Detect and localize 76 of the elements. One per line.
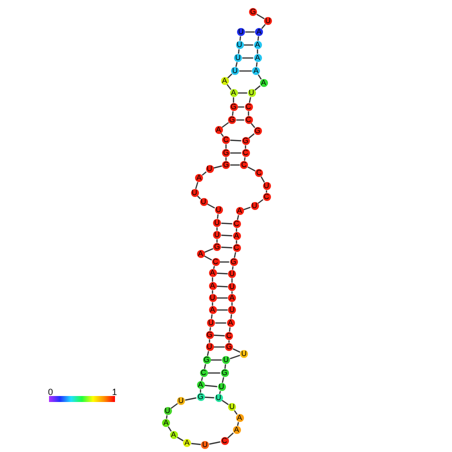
connector-line — [209, 441, 220, 445]
connector-line — [170, 403, 178, 409]
connector-line — [185, 397, 196, 401]
connector-line — [236, 422, 240, 426]
connector-line — [258, 199, 264, 204]
connector-line — [202, 171, 207, 176]
connector-line — [232, 266, 234, 270]
connector-line — [256, 62, 258, 67]
connector-line — [213, 266, 215, 269]
connector-line — [200, 377, 204, 381]
connector-line — [244, 44, 254, 46]
connector-line — [242, 57, 254, 59]
connector-line — [234, 410, 238, 415]
connector-line — [191, 442, 201, 446]
connector-line — [204, 248, 214, 253]
connector-line — [206, 351, 210, 356]
connector-line — [224, 364, 226, 369]
connector-line — [230, 152, 242, 154]
connector-line — [166, 415, 168, 419]
connector-line — [250, 122, 256, 128]
connector-line — [258, 74, 262, 80]
connector-line — [204, 256, 212, 260]
connector-line — [222, 377, 224, 383]
connector-line — [256, 14, 265, 20]
connector-line — [235, 62, 238, 67]
connector-line — [239, 70, 252, 72]
connector-line — [176, 436, 184, 442]
connector-line — [214, 346, 225, 348]
connector-line — [216, 272, 228, 274]
connector-line — [204, 396, 214, 398]
connector-line — [261, 24, 266, 30]
connector-line — [248, 97, 252, 103]
connector-line — [244, 157, 246, 161]
connector-line — [234, 252, 236, 258]
connector-line — [207, 204, 215, 208]
connector-line — [222, 122, 229, 128]
connector-line — [230, 314, 232, 319]
connector-line — [216, 214, 219, 219]
connector-line — [219, 391, 221, 394]
connector-line — [215, 322, 226, 324]
connector-line — [221, 234, 232, 236]
connector-line — [216, 309, 228, 311]
connector-line — [238, 92, 248, 94]
connector-line — [216, 286, 228, 288]
connector-line — [260, 176, 265, 183]
connector-line — [230, 354, 240, 360]
connector-line — [238, 49, 240, 54]
connector-line — [195, 182, 198, 190]
connector-line — [230, 164, 240, 166]
connector-line — [232, 111, 234, 116]
connector-line — [221, 222, 232, 224]
connector-line — [228, 327, 231, 332]
connector-line — [214, 334, 225, 336]
connector-line — [216, 297, 228, 299]
connector-line — [230, 140, 242, 142]
connector-line — [227, 74, 232, 78]
connector-line — [210, 314, 213, 319]
connector-line — [239, 36, 242, 41]
connector-line — [220, 261, 230, 263]
scale-value: 0 — [48, 387, 54, 397]
connector-line — [257, 36, 260, 41]
connector-line — [168, 426, 172, 432]
connector-line — [208, 372, 220, 374]
connector-line — [204, 364, 206, 369]
scale-value: 1 — [112, 387, 118, 397]
connector-line — [236, 215, 240, 220]
connector-line — [245, 31, 255, 33]
connector-line — [254, 85, 261, 91]
connector-line — [232, 348, 240, 353]
connector-line — [221, 246, 232, 248]
connector-line — [210, 359, 222, 361]
connector-line — [248, 166, 256, 172]
connector-line — [226, 84, 232, 90]
connector-line — [209, 327, 212, 331]
connector-line — [214, 165, 222, 169]
connector-line — [204, 384, 218, 388]
